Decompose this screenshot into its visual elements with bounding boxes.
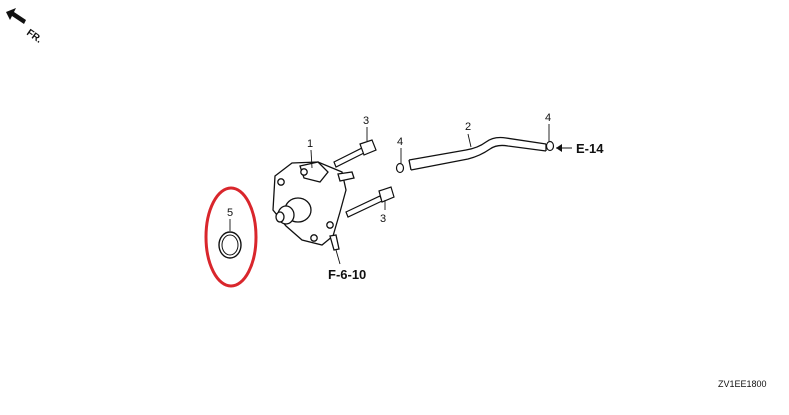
leader-lines bbox=[229, 124, 550, 265]
part-1-pump-assembly bbox=[272, 161, 355, 251]
e14-arrow-icon bbox=[556, 144, 562, 152]
pump-outlet-nipple bbox=[337, 171, 355, 182]
callout-2: 2 bbox=[465, 121, 471, 133]
highlight-circle bbox=[204, 186, 258, 288]
diagram-code: ZV1EE1800 bbox=[718, 379, 767, 389]
pump-drain-nipple bbox=[329, 234, 340, 251]
callout-5: 5 bbox=[227, 207, 233, 219]
leader-2 bbox=[467, 133, 472, 148]
o-ring-outer bbox=[218, 231, 242, 259]
clip-ring bbox=[395, 162, 405, 174]
part-5-o-ring bbox=[218, 231, 242, 259]
bolt-shank bbox=[345, 195, 383, 218]
pump-bolt-hole bbox=[277, 178, 285, 186]
bolt-shank bbox=[333, 147, 365, 168]
bolt-head bbox=[359, 139, 377, 156]
part-3-bolt-lower bbox=[345, 186, 395, 218]
pump-boss bbox=[299, 161, 329, 183]
callout-1: 1 bbox=[307, 138, 313, 150]
part-4-clip-right bbox=[545, 140, 555, 152]
part-4-clip-left bbox=[395, 162, 405, 174]
callout-4-left: 4 bbox=[397, 136, 403, 148]
callout-4-right: 4 bbox=[545, 112, 551, 124]
part-2-fuel-tube bbox=[408, 136, 547, 171]
pump-plunger-end bbox=[275, 211, 285, 223]
front-label: FR. bbox=[24, 27, 44, 45]
tube-edge-lower bbox=[410, 144, 547, 171]
tube-edge-upper bbox=[408, 136, 547, 161]
callout-3-upper: 3 bbox=[363, 115, 369, 127]
tube-end-left bbox=[408, 159, 412, 171]
clip-ring bbox=[545, 140, 555, 152]
e14-reference: E-14 bbox=[556, 141, 604, 156]
front-orientation-indicator: FR. bbox=[6, 8, 44, 46]
leader-1 bbox=[310, 149, 313, 169]
pump-bolt-hole bbox=[310, 234, 318, 242]
pump-bolt-hole bbox=[300, 168, 308, 176]
part-3-bolt-upper bbox=[333, 139, 377, 168]
leader-f610 bbox=[335, 249, 341, 265]
pump-bolt-hole bbox=[326, 221, 334, 229]
front-arrow-icon bbox=[6, 8, 26, 24]
o-ring-inner bbox=[221, 234, 239, 256]
callout-3-lower: 3 bbox=[380, 213, 386, 225]
e14-label: E-14 bbox=[576, 141, 604, 156]
bolt-head bbox=[378, 186, 395, 203]
f610-label: F-6-10 bbox=[328, 267, 366, 282]
